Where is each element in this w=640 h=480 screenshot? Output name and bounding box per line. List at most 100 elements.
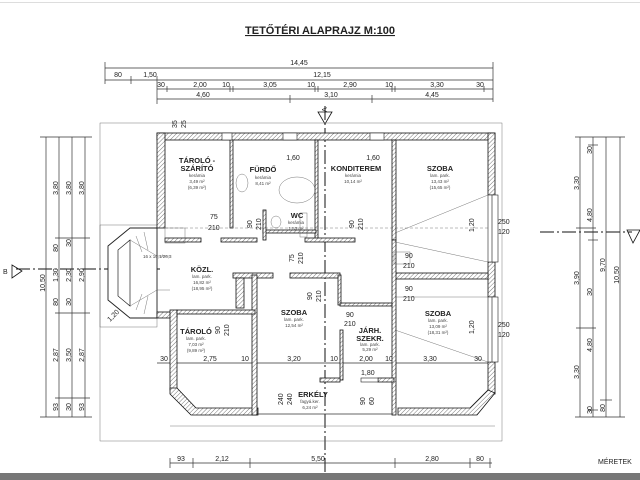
bottom-scrollbar[interactable] [0, 473, 640, 480]
room-name: TÁROLÓ - [179, 156, 216, 165]
dim-label: 1,30 [53, 268, 60, 282]
wall-interior [392, 272, 489, 280]
window [369, 132, 385, 141]
room-szoba-northeast: SZOBA lam. park. 13,43 m² (15,65 m²) [427, 164, 454, 190]
wall-interior [391, 239, 397, 416]
room-floor: lam. park. [360, 342, 380, 347]
room-name: KONDITEREM [331, 164, 381, 173]
room-area-full: (6,39 m²) [188, 185, 207, 190]
section-line-b: B [3, 229, 640, 279]
wall-interior [319, 377, 341, 383]
room-furdo: FÜRDŐ kerámia 8,41 m² [250, 165, 277, 186]
wall-se-chamfer [397, 389, 496, 416]
dim-label: 4,80 [587, 338, 594, 352]
room-area: 12,54 m² [285, 323, 303, 328]
dim-label: 10,50 [614, 266, 621, 284]
opening-label: 1,60 [366, 155, 380, 162]
window [487, 194, 499, 263]
room-name: SZOBA [425, 309, 452, 318]
opening-label: 1,20 [106, 309, 121, 324]
room-name: KÖZL. [191, 265, 214, 274]
wall-east-1 [487, 132, 496, 196]
room-konditerem: KONDITEREM kerámia 10,14 m² [331, 164, 381, 184]
dim-label: 30 [160, 356, 168, 363]
room-floor: lam. park. [284, 317, 304, 322]
dim-label: 80 [53, 298, 60, 306]
toilet [270, 215, 282, 229]
room-floor: fagyá.ker. [300, 399, 320, 404]
wall-interior [176, 309, 256, 315]
top-dimension-lines [104, 62, 494, 104]
dim-label: 3,50 [66, 348, 73, 362]
bottom-dimension-labels: 93 2,12 5,50 2,80 80 MÉRETEK [177, 456, 632, 466]
room-name: SZOBA [281, 308, 308, 317]
dim-label: 14,45 [290, 60, 308, 67]
section-a-label: A [322, 107, 329, 112]
dim-label: 2,75 [203, 356, 217, 363]
dim-label: 30 [587, 406, 594, 414]
shaft [393, 251, 411, 265]
dim-label: 1,50 [143, 72, 157, 79]
dim-label: 3,30 [574, 365, 581, 379]
room-area-full: (9,89 m²) [187, 348, 206, 353]
walls [156, 132, 496, 416]
opening-label: 1,80 [361, 370, 375, 377]
opening-label: 90 [360, 397, 367, 405]
dim-label: 30 [587, 146, 594, 154]
dim-label: 80 [476, 456, 484, 463]
dim-label: 93 [177, 456, 185, 463]
wall-interior [251, 274, 258, 416]
room-area: 13,09 m² [429, 324, 447, 329]
opening-label: 90 [307, 292, 314, 300]
opening-label: 210 [224, 324, 231, 336]
opening-label: 90 [405, 253, 413, 260]
room-area: 6,24 m² [302, 405, 318, 410]
dim-label: 3,20 [287, 356, 301, 363]
opening-label: 120 [498, 332, 510, 339]
dim-label: 3,80 [53, 181, 60, 195]
dim-label: 4,60 [196, 92, 210, 99]
room-szoba-southeast: SZOBA lam. park. 13,09 m² (18,31 m²) [425, 309, 452, 335]
room-name: JÁRH. [359, 326, 382, 335]
dim-label: 2,12 [215, 456, 229, 463]
room-name: FÜRDŐ [250, 165, 277, 174]
opening-label: 90 [349, 220, 356, 228]
room-name: SZEKR. [356, 334, 384, 343]
opening-label: 90 [247, 220, 254, 228]
dim-label: 3,80 [79, 181, 86, 195]
dim-label: 12,15 [313, 72, 331, 79]
room-floor: lam. park. [430, 173, 450, 178]
wall-interior [377, 377, 395, 383]
right-dimension-labels: 3,30 3,90 3,30 30 4,80 30 4,80 30 9,70 8… [574, 146, 621, 414]
dim-label: 3,30 [574, 176, 581, 190]
room-name: TÁROLÓ [180, 327, 212, 336]
top-border [0, 2, 640, 3]
roof-slope-lines [164, 173, 489, 363]
opening-label: 1,20 [469, 218, 476, 232]
wall-interior [339, 302, 393, 307]
wall-interior [314, 139, 319, 241]
room-area: 7,03 m² [188, 342, 204, 347]
room-area: 5,29 m² [362, 347, 378, 352]
dim-label: 2,90 [79, 268, 86, 282]
opening-label: 240 [278, 393, 285, 405]
dim-label: 80 [114, 72, 122, 79]
room-floor: lam. park. [186, 336, 206, 341]
room-area: 13,43 m² [431, 179, 449, 184]
room-tarolo-szarito: TÁROLÓ - SZÁRÍTÓ kerámia 3,49 m² (6,39 m… [179, 156, 216, 190]
dim-label: 10 [307, 82, 315, 89]
room-kozl: KÖZL. lam. park. 16,82 m² (18,95 m²) [191, 265, 214, 291]
opening-label: 210 [403, 263, 415, 270]
dim-label: 30 [66, 239, 73, 247]
opening-label: 120 [498, 229, 510, 236]
opening-label: 90 [346, 312, 354, 319]
dim-label: 2,00 [193, 82, 207, 89]
wall-interior [220, 237, 258, 243]
wall-east-3 [487, 361, 496, 395]
shaft [164, 227, 186, 244]
dim-label: 3,90 [574, 271, 581, 285]
window [487, 296, 499, 363]
dim-label: 5,50 [311, 456, 325, 463]
room-name: SZOBA [427, 164, 454, 173]
